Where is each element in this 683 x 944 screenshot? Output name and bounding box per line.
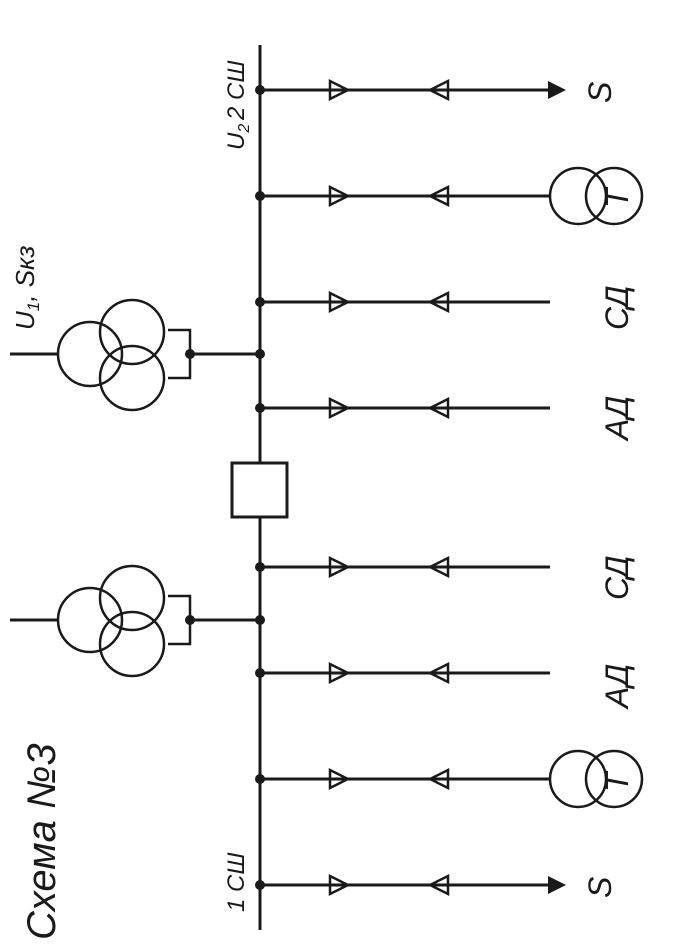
bus-1-label: 1 СШ [223, 852, 250, 912]
bus-2-label: 2 СШ [223, 60, 250, 121]
voltage-u2-subscript: 2 [236, 124, 253, 134]
supply-u1-subscript: 1 [24, 302, 43, 311]
load-label: АД [599, 396, 635, 442]
supply-transformer-2 [10, 298, 265, 412]
feeder-transformer-2 [253, 166, 644, 226]
load-label: T [599, 770, 635, 792]
load-label: АД [599, 664, 635, 710]
feeder-transformer-1 [253, 749, 644, 809]
supply-transformer-1 [10, 564, 265, 678]
feeder-s-1 [253, 874, 566, 896]
supply-sk-text: , Sкз [10, 246, 40, 302]
diagram-title: Схема №3 [20, 743, 64, 940]
voltage-u2-letter: U [223, 132, 250, 150]
section-breaker [230, 461, 289, 519]
supply-u1-letter: U [10, 311, 40, 330]
load-label: T [599, 186, 635, 208]
load-label: S [582, 82, 618, 103]
voltage-u2-label: U2 [223, 124, 253, 150]
load-label: S [582, 877, 618, 898]
supply-u1-label: U1, Sкз [10, 246, 43, 330]
load-label: СД [599, 555, 635, 600]
feeder-s-2 [253, 79, 566, 101]
load-label: СД [599, 285, 635, 330]
